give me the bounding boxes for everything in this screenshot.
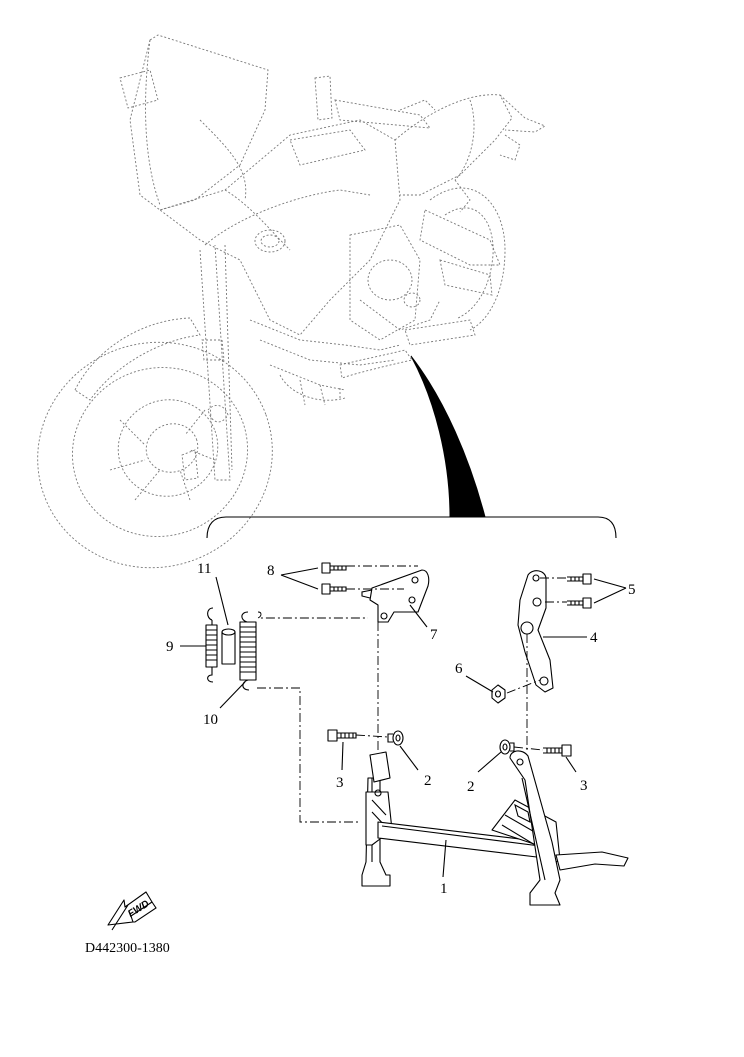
drawing-code: D442300-1380 — [85, 941, 170, 956]
callout-1: 1 — [440, 881, 448, 897]
callout-9: 9 — [166, 639, 174, 655]
part-3-bolt-left — [327, 729, 357, 742]
callout-8: 8 — [267, 563, 275, 579]
assembly-lines — [257, 565, 567, 823]
callout-2-right: 2 — [467, 779, 475, 795]
part-7-bracket — [361, 569, 430, 623]
fwd-arrow-icon: FWD — [107, 891, 157, 931]
part-2-collar-left — [387, 730, 404, 746]
callout-5: 5 — [628, 582, 636, 598]
callout-3-right: 3 — [580, 778, 588, 794]
callout-labels: 1 2 2 3 3 4 5 6 7 8 9 10 11 — [166, 561, 636, 897]
callout-6: 6 — [455, 661, 463, 677]
part-2-collar-right — [499, 739, 515, 755]
callout-11: 11 — [197, 561, 211, 577]
part-4-bracket — [517, 570, 554, 693]
callout-4: 4 — [590, 630, 598, 646]
callout-7: 7 — [430, 627, 438, 643]
part-11-collar — [221, 628, 236, 665]
part-8-bolts — [321, 562, 347, 595]
callout-10: 10 — [203, 712, 218, 728]
part-6-washer — [491, 684, 506, 704]
callout-3-left: 3 — [336, 775, 344, 791]
part-9-spring — [205, 607, 218, 683]
part-5-bolts — [567, 573, 592, 609]
detail-callout-frame — [206, 355, 617, 539]
motorcycle-outline — [37, 34, 547, 569]
part-3-bolt-right — [543, 744, 572, 757]
part-1-center-stand — [361, 750, 629, 906]
callout-2-left: 2 — [424, 773, 432, 789]
leader-lines — [180, 567, 627, 878]
part-10-spring — [239, 611, 257, 691]
